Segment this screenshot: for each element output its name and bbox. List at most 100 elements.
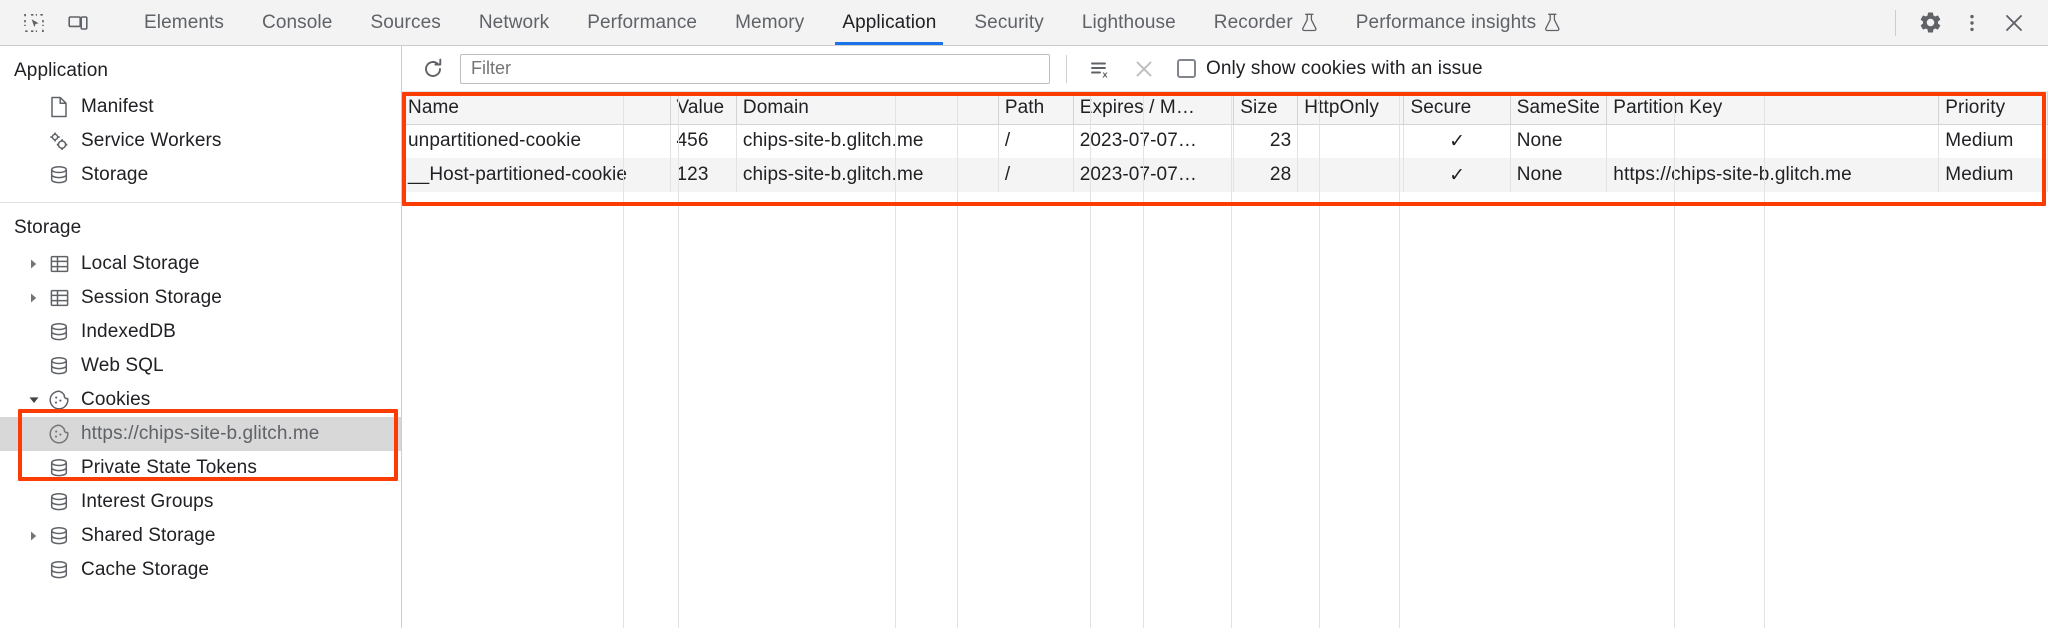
sidebar-item-label: Service Workers (81, 130, 222, 151)
database-icon (46, 492, 72, 512)
database-icon (46, 560, 72, 580)
chevron-right-icon[interactable] (24, 530, 44, 542)
column-header-secure[interactable]: Secure (1403, 92, 1511, 125)
cookies-table-body: unpartitioned-cookie 456 chips-site-b.gl… (402, 124, 2048, 192)
cookie-icon (46, 423, 72, 445)
tab-application[interactable]: Application (823, 0, 955, 45)
table-row[interactable]: unpartitioned-cookie 456 chips-site-b.gl… (402, 124, 2048, 158)
sidebar-item-cache-storage[interactable]: Cache Storage (0, 553, 401, 587)
sidebar-item-label: Session Storage (81, 287, 222, 308)
cookies-panel: x Only show cookies with an issue (402, 46, 2048, 628)
cell-path: / (998, 124, 1074, 158)
tab-security[interactable]: Security (955, 0, 1062, 45)
column-header-name[interactable]: Name (402, 92, 671, 125)
chevron-right-icon[interactable] (24, 258, 44, 270)
tab-lighthouse[interactable]: Lighthouse (1063, 0, 1195, 45)
column-header-size[interactable]: Size (1233, 92, 1299, 125)
tab-performance[interactable]: Performance (568, 0, 716, 45)
tab-label: Security (974, 11, 1044, 33)
tab-console[interactable]: Console (243, 0, 351, 45)
cell-secure: ✓ (1403, 158, 1511, 192)
tab-elements[interactable]: Elements (125, 0, 243, 45)
sidebar-item-label: IndexedDB (81, 321, 176, 342)
cell-httponly (1297, 124, 1405, 158)
sidebar-item-label: Manifest (81, 96, 154, 117)
only-issues-checkbox-wrapper[interactable]: Only show cookies with an issue (1177, 58, 1483, 80)
filter-input-wrapper[interactable] (460, 53, 1050, 84)
tab-label: Application (842, 11, 937, 33)
cell-httponly (1297, 158, 1405, 192)
sidebar-item-private-state-tokens[interactable]: Private State Tokens (0, 451, 401, 485)
cookies-grid-wrapper: Name Value Domain Path Expires / M… Size… (402, 92, 2048, 628)
tab-network[interactable]: Network (460, 0, 568, 45)
clear-filtered-cookies-icon[interactable] (1127, 52, 1161, 86)
sidebar-item-shared-storage[interactable]: Shared Storage (0, 519, 401, 553)
sidebar-item-label: Interest Groups (81, 491, 214, 512)
sidebar-item-label: Storage (81, 164, 149, 185)
chevron-down-icon[interactable] (24, 395, 44, 405)
devtools-body: Application Manifest (0, 46, 2048, 628)
filter-input[interactable] (469, 57, 1041, 80)
column-header-samesite[interactable]: SameSite (1510, 92, 1608, 125)
manifest-document-icon (46, 96, 72, 118)
column-header-value[interactable]: Value (670, 92, 737, 125)
more-options-icon[interactable] (1952, 3, 1992, 43)
cookies-table: Name Value Domain Path Expires / M… Size… (402, 92, 2048, 192)
close-devtools-icon[interactable] (1994, 3, 2034, 43)
refresh-icon[interactable] (416, 52, 450, 86)
cell-partition-key (1606, 124, 1940, 158)
sidebar-item-service-workers[interactable]: Service Workers (0, 124, 401, 158)
device-toolbar-icon[interactable] (58, 3, 98, 43)
sidebar-item-label: Private State Tokens (81, 457, 257, 478)
sidebar-item-interest-groups[interactable]: Interest Groups (0, 485, 401, 519)
sidebar-item-label: Shared Storage (81, 525, 216, 546)
tab-label: Recorder (1213, 11, 1293, 33)
sidebar-item-cookies[interactable]: Cookies (0, 383, 401, 417)
cell-expires: 2023-07-07… (1073, 124, 1235, 158)
tab-label: Performance insights (1355, 11, 1537, 33)
tab-sources[interactable]: Sources (351, 0, 459, 45)
sidebar-item-manifest[interactable]: Manifest (0, 90, 401, 124)
column-header-httponly[interactable]: HttpOnly (1297, 92, 1405, 125)
sidebar-item-cookie-origin[interactable]: https://chips-site-b.glitch.me (0, 417, 401, 451)
only-issues-checkbox[interactable] (1177, 59, 1196, 78)
sidebar-section-application: Application Manifest (0, 46, 401, 203)
tab-label: Console (262, 11, 333, 33)
cell-partition-key: https://chips-site-b.glitch.me (1606, 158, 1940, 192)
experiment-flask-icon (1301, 13, 1318, 32)
cookies-toolbar: x Only show cookies with an issue (402, 46, 2048, 92)
tab-recorder[interactable]: Recorder (1195, 0, 1337, 45)
sidebar-item-session-storage[interactable]: Session Storage (0, 281, 401, 315)
table-grid-icon (46, 254, 72, 274)
inspect-element-icon[interactable] (14, 3, 54, 43)
tab-performance-insights[interactable]: Performance insights (1337, 0, 1580, 45)
sidebar-item-local-storage[interactable]: Local Storage (0, 247, 401, 281)
database-icon (46, 356, 72, 376)
application-sidebar: Application Manifest (0, 46, 402, 628)
tabbar-right-divider (1895, 9, 1896, 36)
sidebar-item-label: Web SQL (81, 355, 164, 376)
chevron-right-icon[interactable] (24, 292, 44, 304)
column-header-path[interactable]: Path (998, 92, 1074, 125)
sidebar-item-web-sql[interactable]: Web SQL (0, 349, 401, 383)
experiment-flask-icon (1544, 13, 1561, 32)
tab-label: Sources (370, 11, 441, 33)
sidebar-item-storage[interactable]: Storage (0, 158, 401, 192)
settings-gear-icon[interactable] (1910, 3, 1950, 43)
database-icon (46, 322, 72, 342)
database-icon (46, 458, 72, 478)
column-header-priority[interactable]: Priority (1938, 92, 2048, 125)
sidebar-item-indexeddb[interactable]: IndexedDB (0, 315, 401, 349)
column-header-domain[interactable]: Domain (736, 92, 999, 125)
cell-priority: Medium (1938, 158, 2048, 192)
panel-tabs: Elements Console Sources Network Perform… (125, 0, 1889, 45)
column-header-partition-key[interactable]: Partition Key (1606, 92, 1940, 125)
clear-all-cookies-icon[interactable]: x (1083, 52, 1117, 86)
tab-memory[interactable]: Memory (716, 0, 823, 45)
column-header-expires[interactable]: Expires / M… (1073, 92, 1235, 125)
sidebar-section-title-storage: Storage (14, 217, 82, 238)
table-row[interactable]: __Host-partitioned-cookie 123 chips-site… (402, 158, 2048, 192)
cell-path: / (998, 158, 1074, 192)
tab-label: Performance (587, 11, 698, 33)
